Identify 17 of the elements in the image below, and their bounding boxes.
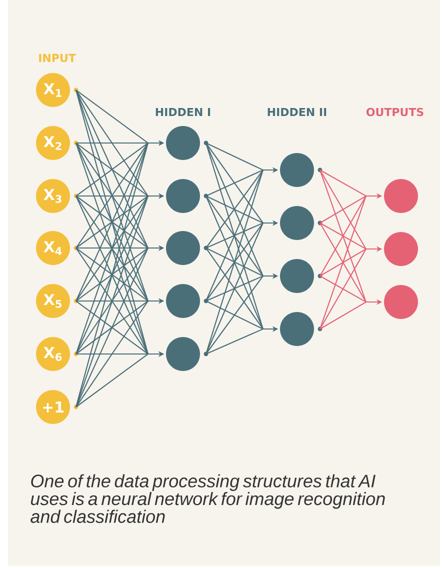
neuron-circle [166, 179, 208, 213]
neuron-circle [280, 206, 322, 240]
neuron-circle [166, 337, 208, 371]
layer-heading: INPUT [39, 54, 76, 62]
neuron-circle [280, 312, 322, 346]
neuron-circle [280, 259, 322, 293]
neuron-circle [166, 126, 208, 160]
layer-heading: HIDDEN I [156, 108, 210, 116]
neuron-circle [166, 231, 208, 265]
neuron-circle [384, 179, 418, 213]
neuron-circle [280, 153, 322, 187]
neuron-circle [384, 232, 418, 266]
caption: One of the data processing structures that AI uses is a neural network for image recognition and classification [30, 474, 385, 523]
neuron-circle [166, 284, 208, 318]
neuron-circle [384, 285, 418, 319]
layer-heading: OUTPUTS [366, 108, 424, 116]
layer-heading: HIDDEN II [268, 108, 326, 116]
